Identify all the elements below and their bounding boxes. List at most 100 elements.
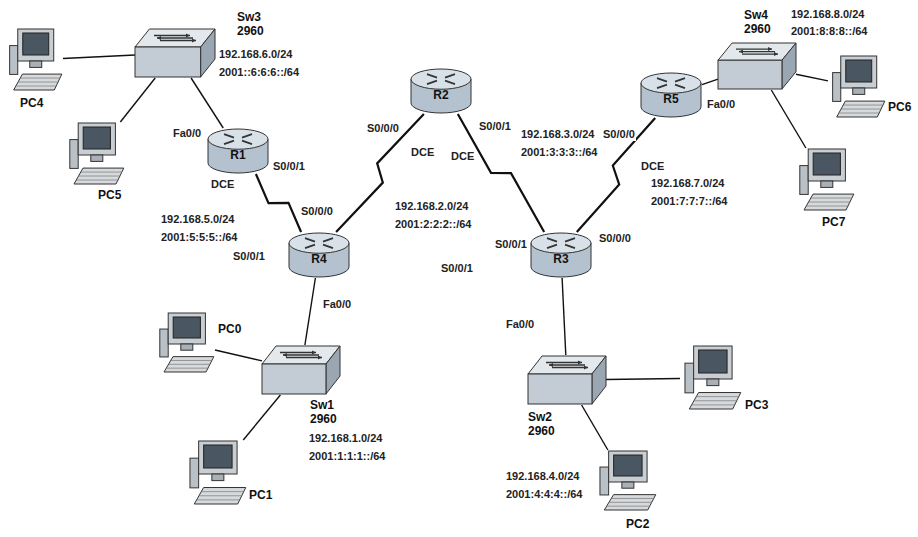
pc-symbol (10, 29, 62, 90)
device-name: PC4 (20, 96, 43, 110)
router-symbol (641, 73, 701, 117)
pc: PC6 (828, 55, 886, 119)
interface-label: DCE (450, 150, 475, 163)
pc-icon (828, 55, 886, 119)
interface-label: DCE (210, 178, 235, 191)
network-address: 2001:1:1:1::/64 (308, 450, 386, 463)
network-address: 192.168.4.0/24 (505, 470, 580, 483)
pc-icon (65, 122, 125, 186)
interface-label: S0/0/0 (300, 205, 334, 218)
switch-symbol (135, 29, 215, 77)
switch: Sw1 2960 (262, 345, 340, 395)
router: R5 (640, 72, 702, 118)
pc-icon (155, 312, 215, 374)
device-name: Sw4 2960 (744, 8, 780, 36)
pc-symbol (190, 441, 246, 504)
device-name: R5 (663, 92, 678, 106)
network-address: 192.168.3.0/24 (520, 128, 595, 141)
pc: PC5 (65, 122, 125, 186)
switch-symbol (718, 43, 796, 89)
device-name: Sw2 2960 (528, 410, 564, 438)
network-address: 192.168.2.0/24 (394, 200, 469, 213)
switch-icon (135, 28, 215, 78)
network-address: 2001::6:6:6::/64 (218, 66, 300, 79)
device-name: Sw3 2960 (237, 10, 264, 38)
pc-symbol (160, 313, 214, 372)
interface-label: S0/0/0 (366, 122, 400, 135)
serial-link (256, 174, 301, 232)
interface-label: S0/0/0 (598, 232, 632, 245)
ethernet-link (562, 278, 566, 355)
ethernet-link (63, 55, 135, 59)
device-name: R1 (230, 148, 245, 162)
device-name: PC3 (745, 398, 768, 412)
pc: PC1 (185, 440, 247, 506)
pc: PC3 (680, 345, 742, 411)
device-name: PC5 (98, 188, 121, 202)
ethernet-link (243, 395, 280, 440)
interface-label: S0/0/1 (232, 250, 266, 263)
pc: PC7 (795, 148, 855, 212)
interface-label: S0/0/1 (440, 262, 474, 275)
switch: Sw4 2960 (718, 42, 796, 90)
switch-icon (528, 355, 606, 405)
ethernet-link (771, 90, 806, 148)
device-name: R2 (433, 88, 448, 102)
interface-label: DCE (640, 160, 665, 173)
ethernet-link (215, 350, 262, 361)
router-symbol (289, 233, 349, 277)
network-address: 192.168.5.0/24 (160, 213, 235, 226)
interface-label: Fa0/0 (322, 298, 352, 311)
ethernet-link (582, 405, 608, 450)
device-name: PC2 (626, 517, 649, 531)
interface-label: S0/0/1 (494, 238, 528, 251)
network-address: 2001:3:3:3::/64 (520, 146, 598, 159)
interface-label: Fa0/0 (505, 318, 535, 331)
device-name: PC7 (822, 215, 845, 229)
network-address: 192.168.6.0/24 (218, 48, 293, 61)
network-address: 2001:7:7:7::/64 (650, 195, 728, 208)
network-address: 2001:5:5:5::/64 (160, 231, 238, 244)
pc-symbol (600, 451, 656, 510)
ethernet-link (191, 78, 223, 128)
network-address: 2001:2:2:2::/64 (394, 218, 472, 231)
pc-icon (185, 440, 247, 506)
pc-symbol (685, 346, 741, 409)
interface-label: Fa0/0 (172, 127, 202, 140)
device-name: R3 (553, 252, 568, 266)
router: R2 (410, 68, 472, 114)
network-address: 2001:8:8:8::/64 (790, 25, 868, 38)
pc-symbol (833, 56, 885, 117)
network-address: 2001:4:4:4::/64 (505, 488, 583, 501)
interface-label: S0/0/1 (272, 160, 306, 173)
router: R3 (530, 232, 592, 278)
interface-label: S0/0/1 (478, 120, 512, 133)
router-symbol (411, 69, 471, 113)
pc: PC2 (595, 450, 657, 512)
device-name: PC0 (218, 322, 241, 336)
ethernet-link (796, 74, 828, 81)
device-name: R4 (311, 252, 326, 266)
pc-icon (5, 28, 63, 92)
router-symbol (208, 129, 268, 173)
pc-icon (795, 148, 855, 212)
ethernet-link (120, 78, 155, 122)
interface-label: DCE (410, 146, 435, 159)
pc-symbol (70, 123, 124, 184)
ethernet-link (702, 79, 718, 84)
switch-icon (262, 345, 340, 395)
switch-symbol (262, 346, 340, 394)
serial-link (336, 114, 424, 232)
ethernet-link (305, 278, 315, 345)
network-address: 192.168.1.0/24 (308, 432, 383, 445)
switch: Sw2 2960 (528, 355, 606, 405)
pc: PC4 (5, 28, 63, 92)
router: R4 (288, 232, 350, 278)
pc: PC0 (155, 312, 215, 374)
device-name: PC6 (888, 100, 911, 114)
pc-symbol (800, 149, 854, 210)
pc-icon (680, 345, 742, 411)
device-name: Sw1 2960 (310, 398, 340, 426)
interface-label: S0/0/0 (602, 128, 636, 141)
